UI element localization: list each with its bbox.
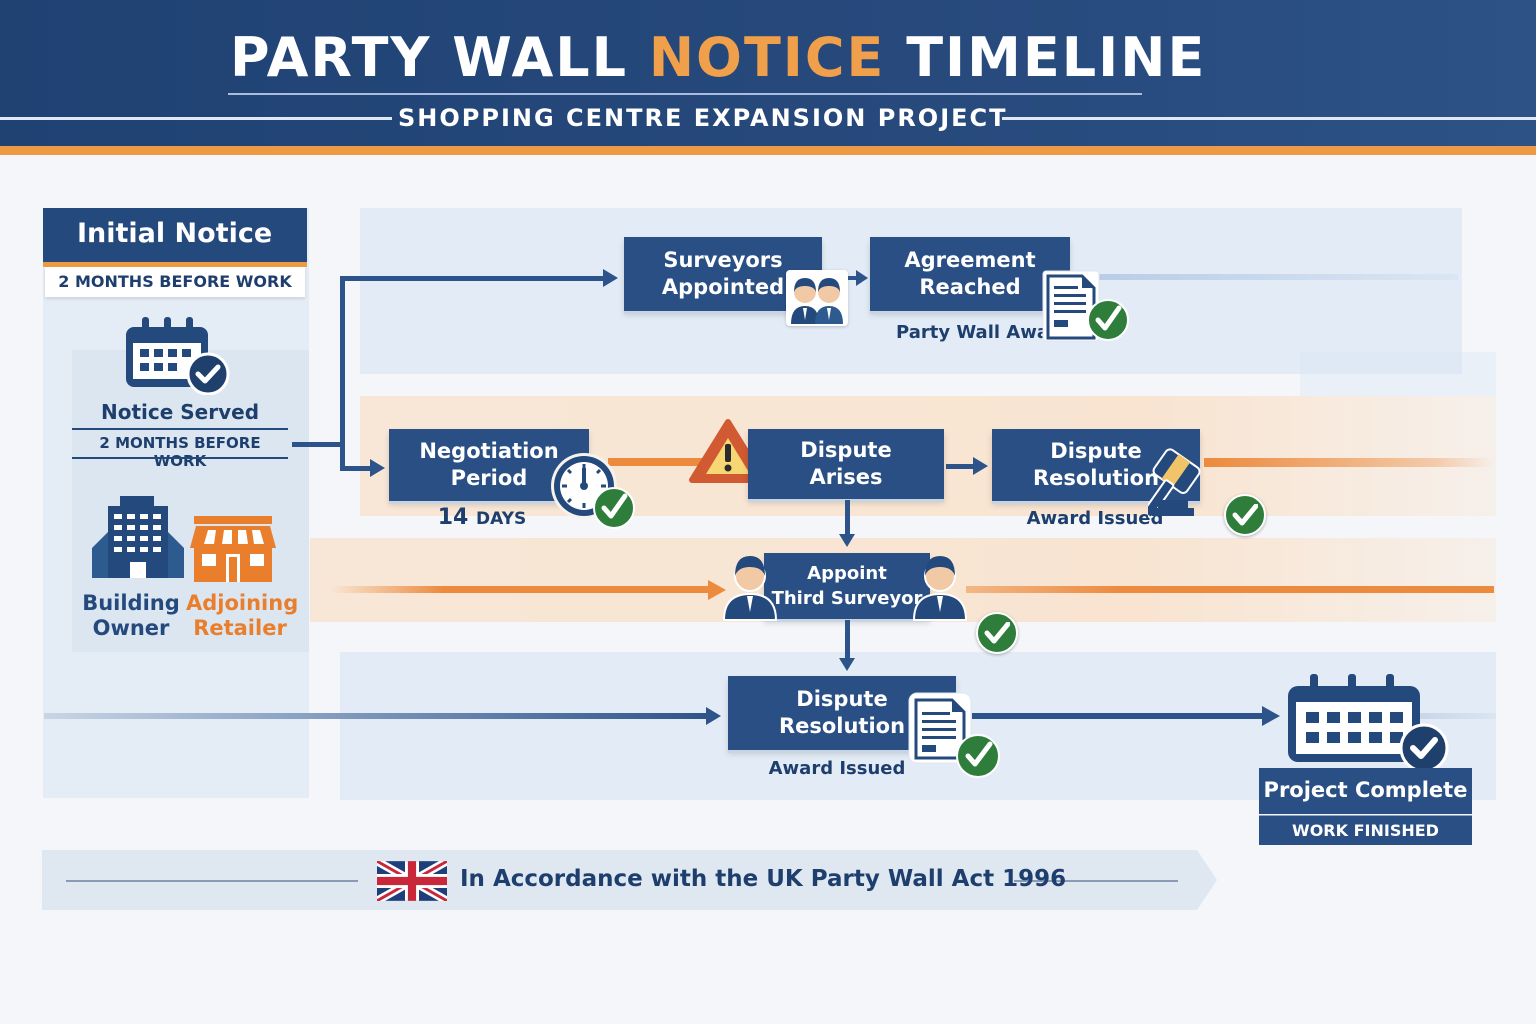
surveyors-icon — [786, 270, 848, 326]
stopwatch-icon — [548, 450, 638, 532]
initial-notice-title: Initial Notice — [43, 208, 307, 262]
title-part-1: PARTY WALL — [230, 26, 649, 89]
connector-split — [340, 276, 345, 470]
arrow-down-icon — [839, 658, 855, 671]
orange-continuation-line — [966, 586, 1494, 593]
arrow-right-icon — [708, 580, 726, 600]
connector-dispute-resolution — [946, 464, 976, 469]
legal-reference: In Accordance with the UK Party Wall Act… — [460, 866, 1067, 892]
title-divider — [228, 93, 1142, 95]
party-wall-award-caption: Party Wall Award — [896, 322, 1071, 343]
notice-served-label: Notice Served — [100, 400, 260, 424]
connector-negotiation-dispute — [608, 458, 704, 466]
arrow-right-icon — [973, 457, 988, 475]
surveyor-person-icon — [722, 552, 778, 622]
calendar-check-icon — [1286, 674, 1452, 774]
connector-to-surveyors — [340, 276, 604, 281]
arrow-right-icon — [1262, 706, 1280, 726]
completion-tail-line — [1420, 713, 1496, 719]
arrow-down-icon — [839, 534, 855, 547]
band-fade — [1300, 352, 1496, 396]
header-banner — [0, 0, 1536, 146]
negotiation-duration: 14 DAYS — [437, 505, 527, 530]
title-part-2: TIMELINE — [885, 26, 1207, 89]
notice-rule-top — [72, 428, 288, 430]
notice-served-timing: 2 MONTHS BEFORE WORK — [99, 434, 261, 470]
notice-inner-panel — [72, 350, 309, 652]
final-award-issued-caption: Award Issued — [768, 758, 906, 779]
orange-flow-line — [330, 586, 710, 593]
project-complete-status: WORK FINISHED — [1259, 815, 1472, 845]
connector-to-negotiation — [340, 466, 372, 471]
award-issued-caption: Award Issued — [1026, 508, 1164, 529]
storefront-icon — [186, 514, 280, 584]
header-accent-stripe — [0, 146, 1536, 155]
main-flow-line — [44, 713, 708, 719]
project-complete-title: Project Complete — [1259, 768, 1472, 814]
uk-flag-icon — [374, 857, 450, 905]
subtitle-rule-right — [1002, 117, 1536, 120]
gavel-icon — [1142, 444, 1226, 519]
connector-surveyors-agreement — [848, 276, 856, 280]
office-building-icon — [90, 494, 186, 580]
connector-to-completion — [972, 713, 1264, 719]
title-accent: NOTICE — [648, 26, 886, 89]
connector-notice — [292, 442, 342, 447]
check-circle-icon — [976, 612, 1018, 654]
connector-third-down — [845, 620, 850, 660]
arrow-right-icon — [706, 707, 721, 725]
agreement-continuation-line — [1098, 274, 1458, 280]
arrow-right-icon — [370, 459, 385, 477]
initial-notice-timing: 2 MONTHS BEFORE WORK — [45, 267, 305, 297]
dispute-continuation-line — [1204, 458, 1494, 467]
arrow-right-icon — [603, 269, 618, 287]
notice-rule-bottom — [72, 457, 288, 459]
page-title: PARTY WALL NOTICE TIMELINE — [230, 26, 1204, 89]
check-circle-icon — [1224, 494, 1266, 536]
warning-icon — [688, 418, 768, 486]
subtitle-rule-left — [0, 117, 392, 120]
surveyor-person-icon — [912, 552, 968, 622]
connector-dispute-down — [845, 500, 850, 536]
document-check-icon — [1042, 270, 1132, 346]
page-subtitle: SHOPPING CENTRE EXPANSION PROJECT — [398, 104, 1008, 132]
footer-rule-left — [66, 880, 358, 882]
calendar-check-icon — [124, 317, 230, 396]
document-check-icon — [908, 692, 1002, 780]
initial-notice-accent — [43, 262, 307, 267]
footer-rule-right — [1014, 880, 1178, 882]
arrow-right-icon — [856, 270, 868, 286]
